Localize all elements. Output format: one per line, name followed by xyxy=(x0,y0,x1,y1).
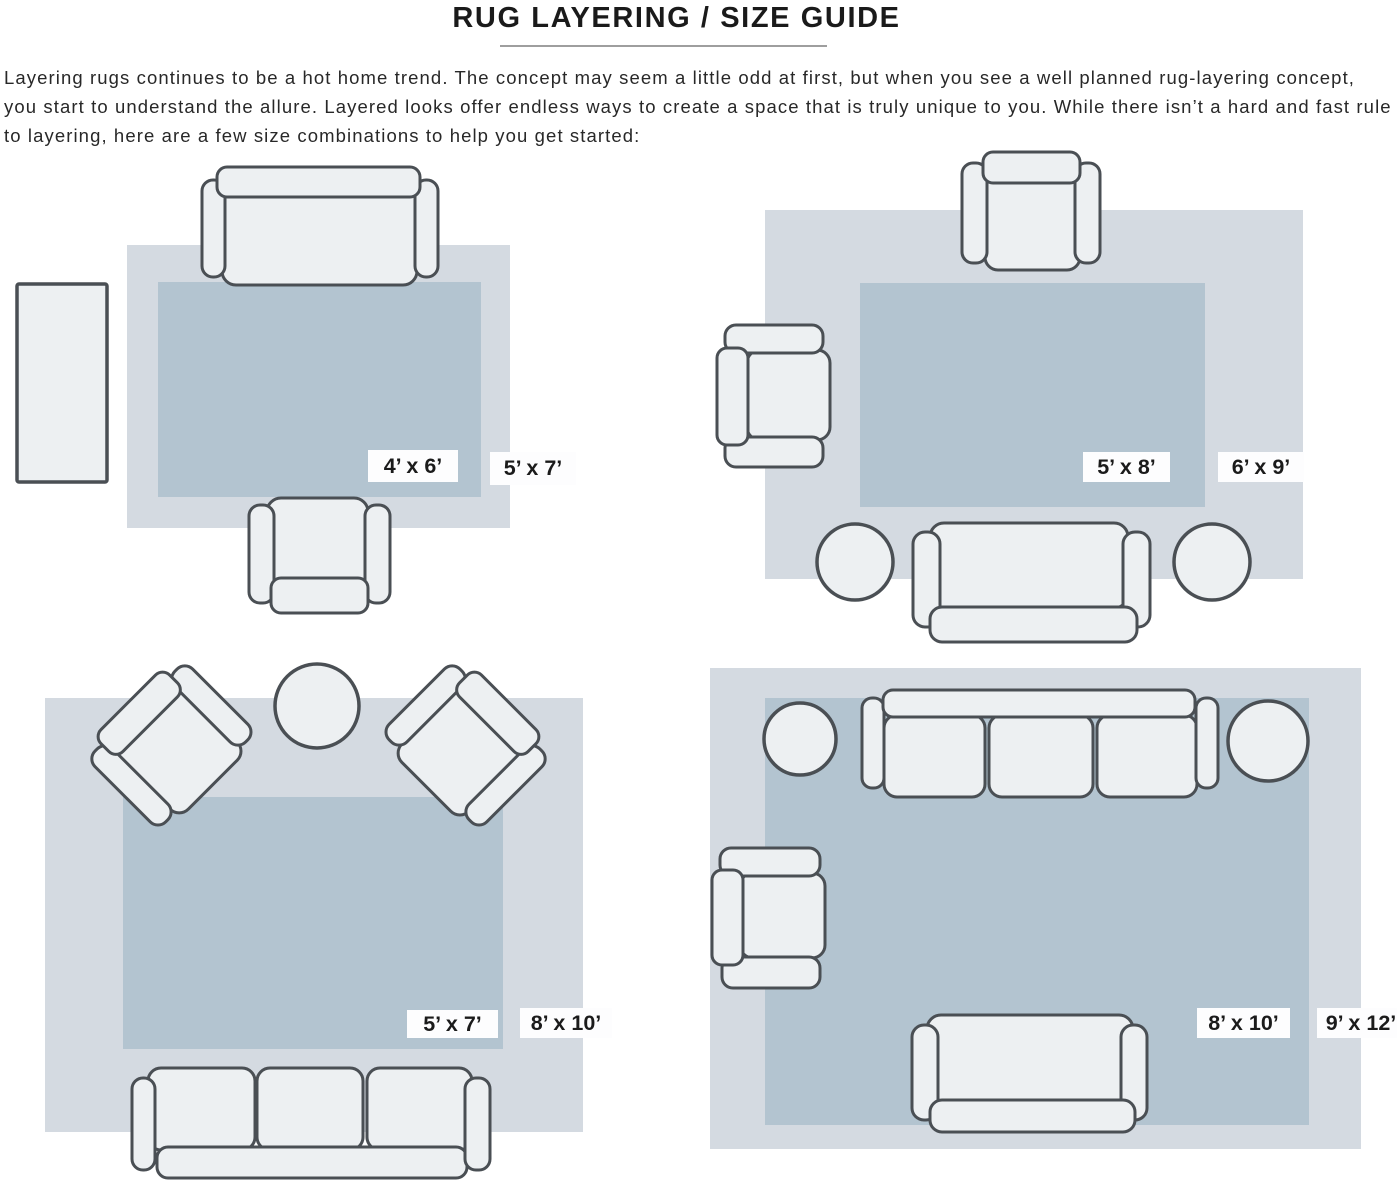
sofa-bottom xyxy=(911,521,1152,644)
sofa-seat xyxy=(925,1013,1135,1112)
armchair-armrest-right xyxy=(1073,161,1102,265)
armchair-seat xyxy=(738,871,827,960)
armchair-left xyxy=(715,323,832,469)
sofa-back xyxy=(881,688,1197,719)
armchair-armrest-left xyxy=(247,503,276,605)
armchair-armrest-bottom xyxy=(720,955,822,990)
rug-size-label-outer: 9’ x 12’ xyxy=(1317,1008,1397,1038)
sofa-cushion-2 xyxy=(987,713,1095,799)
round-table-left xyxy=(762,701,838,777)
sofa-back xyxy=(215,165,422,199)
round-table-right xyxy=(1172,522,1252,602)
sofa-armrest-left xyxy=(911,530,942,629)
rug-size-label-outer: 6’ x 9’ xyxy=(1218,452,1304,482)
diagram-top-left xyxy=(127,245,510,528)
sofa-cushion-2 xyxy=(255,1066,365,1152)
armchair-back xyxy=(269,576,370,615)
armchair-armrest-left xyxy=(90,744,173,827)
three-seat-sofa-bottom xyxy=(130,1066,492,1180)
sofa-back xyxy=(928,1098,1137,1134)
armchair-angled-left xyxy=(90,664,253,827)
armchair-armrest-right xyxy=(363,503,392,605)
side-table xyxy=(15,282,109,484)
armchair-back xyxy=(455,670,541,756)
sofa-seat xyxy=(928,521,1130,610)
inner-rug-5x7 xyxy=(123,797,503,1049)
intro-paragraph: Layering rugs continues to be a hot home… xyxy=(4,63,1396,150)
sofa-armrest-left xyxy=(910,1023,940,1122)
sofa-cushion-1 xyxy=(882,713,987,799)
armchair-armrest-left xyxy=(384,664,467,747)
armchair-back xyxy=(981,150,1082,185)
armchair-armrest-top xyxy=(718,846,822,878)
sofa-armrest-right xyxy=(463,1076,492,1172)
rug-size-label-inner: 5’ x 7’ xyxy=(407,1010,498,1038)
armchair-armrest-right xyxy=(464,744,547,827)
sofa-cushion-3 xyxy=(1095,713,1199,799)
sofa-bottom xyxy=(910,1013,1149,1134)
intro-line-3: to layering, here are a few size combina… xyxy=(4,125,641,146)
armchair-seat xyxy=(745,348,832,442)
rug-size-label-inner: 8’ x 10’ xyxy=(1197,1008,1290,1038)
armchair-armrest-bottom xyxy=(723,435,825,469)
armchair-armrest-left xyxy=(960,161,989,265)
rug-size-label-outer: 5’ x 7’ xyxy=(490,452,576,485)
sofa-cushion-3 xyxy=(365,1066,474,1152)
armchair-armrest-right xyxy=(170,664,253,747)
intro-line-1: Layering rugs continues to be a hot home… xyxy=(4,67,1356,88)
round-table-center xyxy=(273,662,361,750)
armchair-back xyxy=(710,868,745,967)
armchair-angled-right xyxy=(384,664,547,827)
rug-size-label-inner: 5’ x 8’ xyxy=(1083,452,1170,482)
sofa-armrest-left xyxy=(860,696,886,790)
armchair-top xyxy=(960,150,1102,272)
sofa-armrest-left xyxy=(130,1076,157,1172)
armchair-bottom xyxy=(247,496,392,615)
rug-size-label-inner: 4’ x 6’ xyxy=(368,450,458,482)
sofa-back xyxy=(928,605,1139,644)
armchair-armrest-top xyxy=(723,323,825,355)
sofa-cushion-1 xyxy=(146,1066,257,1152)
armchair-back xyxy=(96,670,182,756)
sofa-armrest-right xyxy=(1194,696,1220,790)
page-title: RUG LAYERING / SIZE GUIDE xyxy=(452,2,901,34)
sofa-armrest-left xyxy=(200,178,227,279)
round-table-right xyxy=(1226,699,1310,783)
armchair-seat xyxy=(983,170,1082,272)
rug-size-label-outer: 8’ x 10’ xyxy=(520,1008,612,1038)
title-divider xyxy=(500,45,827,47)
three-seat-sofa-top xyxy=(860,688,1220,799)
armchair-left xyxy=(710,846,827,990)
sofa-seat xyxy=(220,183,419,287)
intro-line-2: you start to understand the allure. Laye… xyxy=(4,96,1392,117)
sofa-armrest-right xyxy=(413,178,440,279)
round-table-left xyxy=(815,522,895,602)
armchair-seat xyxy=(265,496,370,592)
armchair-back xyxy=(715,346,750,447)
sofa-back xyxy=(155,1145,469,1180)
sofa-top xyxy=(200,165,440,287)
